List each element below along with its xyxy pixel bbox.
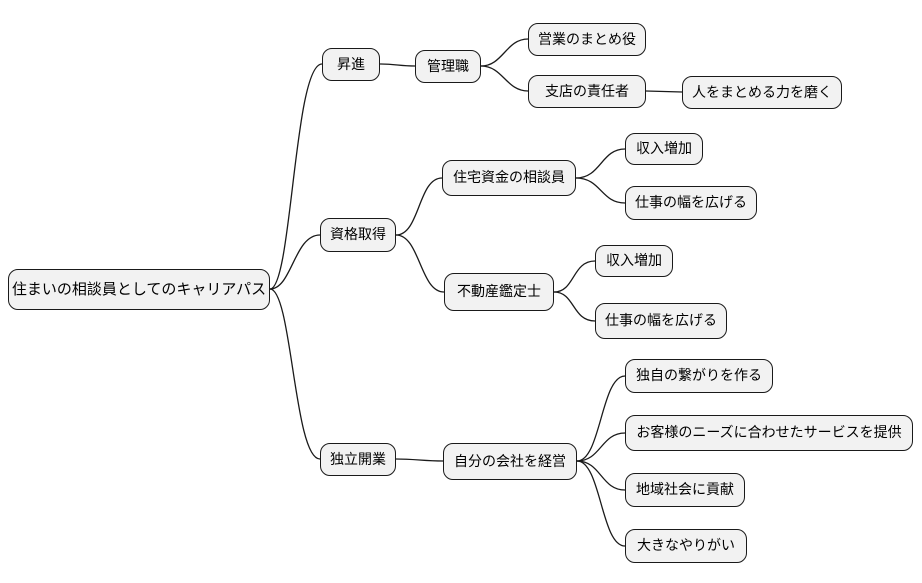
node-community-contribution[interactable]: 地域社会に貢献: [625, 473, 745, 507]
edge-qualification-real-estate-appraiser: [395, 234, 445, 293]
node-unique-connections[interactable]: 独自の繋がりを作る: [625, 359, 773, 393]
node-branch-manager[interactable]: 支店の責任者: [528, 75, 646, 108]
node-independent[interactable]: 独立開業: [320, 443, 396, 476]
node-people-skills[interactable]: 人をまとめる力を磨く: [682, 76, 842, 109]
node-independent-label: 独立開業: [330, 451, 386, 468]
edge-promotion-management: [379, 63, 416, 67]
node-sales-coordinator-label: 営業のまとめ役: [538, 31, 636, 48]
edge-management-sales-coordinator: [480, 38, 529, 67]
edge-own-company-customer-needs: [576, 432, 626, 462]
node-management-label: 管理職: [427, 58, 469, 75]
node-sales-coordinator[interactable]: 営業のまとめ役: [528, 23, 646, 56]
node-customer-needs-service-label: お客様のニーズに合わせたサービスを提供: [636, 425, 902, 441]
node-customer-needs-service[interactable]: お客様のニーズに合わせたサービスを提供: [625, 415, 913, 451]
edge-own-company-community: [576, 460, 626, 491]
node-income-increase-2[interactable]: 収入増加: [595, 245, 673, 277]
edge-branch-manager-people-skills: [645, 90, 683, 93]
edge-housing-advisor-income-1: [575, 148, 626, 179]
edge-root-independent: [269, 288, 321, 460]
node-promotion-label: 昇進: [337, 56, 365, 73]
node-root[interactable]: 住まいの相談員としてのキャリアパス: [8, 269, 270, 310]
node-community-contribution-label: 地域社会に貢献: [636, 482, 734, 498]
node-wider-work-1-label: 仕事の幅を広げる: [635, 195, 747, 211]
edge-own-company-fulfillment: [576, 460, 626, 547]
edge-independent-own-company: [395, 458, 444, 462]
node-qualification[interactable]: 資格取得: [320, 218, 396, 252]
node-income-increase-2-label: 収入増加: [606, 253, 662, 269]
edge-own-company-unique-connections: [576, 375, 626, 462]
node-income-increase-1-label: 収入増加: [636, 141, 692, 157]
node-root-label: 住まいの相談員としてのキャリアパス: [11, 280, 267, 298]
node-unique-connections-label: 独自の繋がりを作る: [636, 368, 762, 384]
node-wider-work-2-label: 仕事の幅を広げる: [605, 313, 717, 329]
node-real-estate-appraiser-label: 不動産鑑定士: [457, 284, 541, 300]
node-housing-loan-advisor-label: 住宅資金の相談員: [453, 170, 565, 186]
node-real-estate-appraiser[interactable]: 不動産鑑定士: [444, 273, 554, 311]
node-management[interactable]: 管理職: [415, 50, 481, 83]
node-people-skills-label: 人をまとめる力を磨く: [692, 84, 832, 101]
edge-management-branch-manager: [480, 65, 529, 92]
node-promotion[interactable]: 昇進: [322, 48, 380, 81]
node-wider-work-1[interactable]: 仕事の幅を広げる: [625, 186, 757, 220]
node-branch-manager-label: 支店の責任者: [545, 83, 629, 100]
node-housing-loan-advisor[interactable]: 住宅資金の相談員: [442, 160, 576, 196]
node-qualification-label: 資格取得: [330, 227, 386, 243]
edge-root-qualification: [269, 234, 321, 290]
node-fulfillment[interactable]: 大きなやりがい: [625, 529, 747, 563]
edge-root-promotion: [269, 63, 323, 290]
edge-appraiser-income-2: [553, 260, 596, 293]
edge-appraiser-wider-work-2: [553, 291, 596, 322]
node-own-company[interactable]: 自分の会社を経営: [443, 443, 577, 480]
edge-housing-advisor-wider-work-1: [575, 177, 626, 204]
node-fulfillment-label: 大きなやりがい: [637, 538, 735, 554]
node-wider-work-2[interactable]: 仕事の幅を広げる: [595, 303, 727, 339]
edge-qualification-housing-loan-advisor: [395, 177, 443, 236]
node-income-increase-1[interactable]: 収入増加: [625, 133, 703, 165]
node-own-company-label: 自分の会社を経営: [454, 453, 566, 470]
